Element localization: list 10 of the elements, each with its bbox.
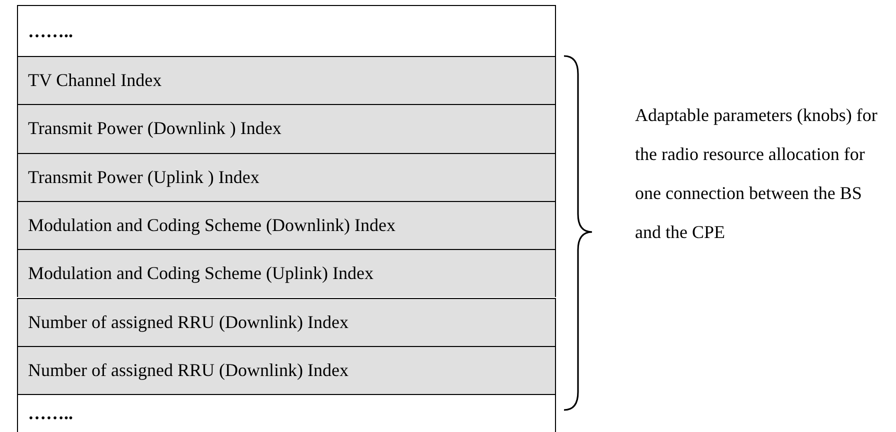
ellipsis-text: …….. <box>28 403 73 424</box>
ellipsis-text: …….. <box>28 20 73 42</box>
brace-annotation: Adaptable parameters (knobs) for the radio resource allocation for one connection between the BS and the CPE <box>635 104 878 244</box>
parameter-text: Modulation and Coding Scheme (Uplink) Index <box>28 263 374 284</box>
parameter-text: TV Channel Index <box>28 70 162 92</box>
parameter-text: Modulation and Coding Scheme (Downlink) Index <box>28 215 396 236</box>
parameter-text: Number of assigned RRU (Downlink) Index <box>28 312 348 333</box>
parameter-text: Transmit Power (Uplink ) Index <box>28 166 260 188</box>
parameter-text: Transmit Power (Downlink ) Index <box>28 118 282 140</box>
parameter-text: Number of assigned RRU (Downlink) Index <box>28 360 348 381</box>
